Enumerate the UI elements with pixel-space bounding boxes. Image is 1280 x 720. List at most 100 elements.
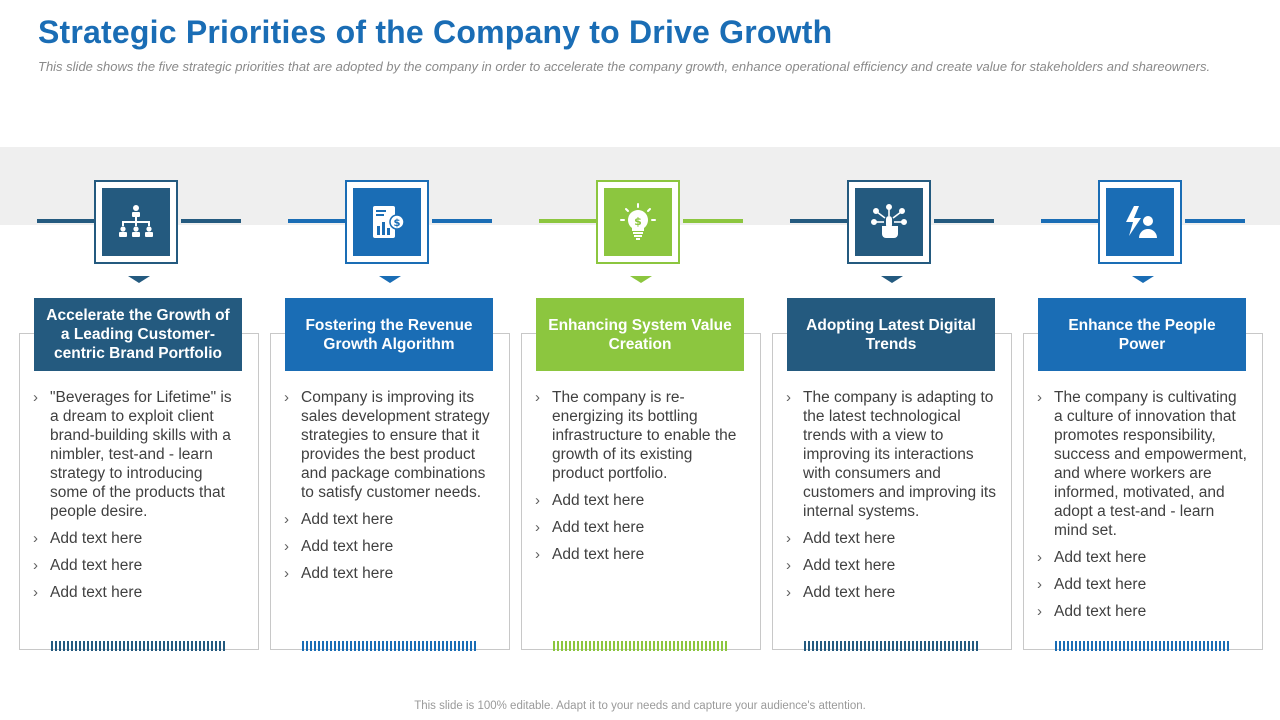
bullet-item: › Add text here	[786, 583, 996, 602]
bullet-text: Add text here	[552, 519, 645, 536]
connector-line	[37, 219, 97, 223]
pillar-column: Adopting Latest Digital Trends ›The compa…	[772, 0, 1012, 720]
bullet-item: › The company is cultivating a culture of…	[1037, 388, 1247, 540]
chevron-right-icon: ›	[786, 557, 791, 574]
decorative-stripes	[553, 641, 729, 651]
chevron-right-icon: ›	[535, 492, 540, 509]
chevron-right-icon: ›	[1037, 549, 1042, 566]
bullet-item: ›Add text here	[33, 529, 243, 548]
chevron-right-icon: ›	[284, 389, 289, 406]
chevron-right-icon: ›	[786, 584, 791, 601]
connector-line	[1041, 219, 1101, 223]
digital-touch-icon	[855, 188, 923, 256]
bullet-item: ›Add text here	[1037, 575, 1247, 594]
idea-bulb-icon: $	[604, 188, 672, 256]
pillar-column: $ Enhancing System Value Creation › The com…	[521, 0, 761, 720]
chevron-right-icon: ›	[33, 530, 38, 547]
bullet-text: The company is cultivating a culture of …	[1054, 389, 1247, 539]
decorative-stripes	[51, 641, 227, 651]
bullet-text: Add text here	[301, 538, 394, 555]
bullet-item: › Add text here	[284, 537, 494, 556]
connector-line	[288, 219, 348, 223]
chevron-right-icon: ›	[1037, 576, 1042, 593]
connector-line	[1185, 219, 1245, 223]
pillar-card	[19, 333, 259, 650]
bullet-text: Add text here	[803, 530, 896, 547]
bullet-text: "Beverages for Lifetime" is a dream to e…	[50, 389, 232, 520]
pillar-heading: Enhance the People Power	[1038, 298, 1246, 371]
chevron-right-icon: ›	[535, 546, 540, 563]
icon-frame	[94, 180, 178, 264]
pillar-heading: Accelerate the Growth of a Leading Custo…	[34, 298, 242, 371]
chevron-right-icon: ›	[1037, 389, 1042, 406]
bullet-item: › Add text here	[786, 529, 996, 548]
connector-line	[934, 219, 994, 223]
connector-line	[181, 219, 241, 223]
pillar-card	[270, 333, 510, 650]
bullet-text: Add text here	[552, 546, 645, 563]
chevron-right-icon: ›	[33, 557, 38, 574]
chevron-right-icon: ›	[535, 519, 540, 536]
chevron-right-icon: ›	[1037, 603, 1042, 620]
pillar-bullets: › Company is improving its sales developm…	[284, 388, 494, 591]
bullet-item: › Add text here	[1037, 602, 1247, 621]
bullet-item: ›Add text here	[284, 510, 494, 529]
bullet-item: › Add text here	[33, 583, 243, 602]
slide-title: Strategic Priorities of the Company to D…	[38, 14, 833, 50]
bullet-text: Add text here	[50, 584, 143, 601]
pillar-bullets: ›The company is adapting to the latest t…	[786, 388, 996, 610]
decorative-stripes	[302, 641, 478, 651]
bullet-text: Add text here	[1054, 549, 1147, 566]
connector-line	[539, 219, 599, 223]
pointer-triangle-icon	[881, 276, 903, 283]
decorative-stripes	[1055, 641, 1231, 651]
bullet-item: › Add text here	[786, 556, 996, 575]
connector-line	[683, 219, 743, 223]
pillar-column: $Fostering the Revenue Growth Algorithm›…	[270, 0, 510, 720]
pillar-bullets: › "Beverages for Lifetime" is a dream to …	[33, 388, 243, 610]
pillar-heading: Adopting Latest Digital Trends	[787, 298, 995, 371]
bullet-item: › Add text here	[535, 518, 745, 537]
pointer-triangle-icon	[128, 276, 150, 283]
icon-frame: $	[596, 180, 680, 264]
slide-subtitle: This slide shows the five strategic prio…	[38, 59, 1211, 74]
bullet-text: Add text here	[803, 584, 896, 601]
bullet-text: Add text here	[1054, 603, 1147, 620]
bullet-item: › The company is re-energizing its bottli…	[535, 388, 745, 483]
connector-line	[790, 219, 850, 223]
pillar-bullets: › The company is re-energizing its bottli…	[535, 388, 745, 572]
pillar-heading: Enhancing System Value Creation	[536, 298, 744, 371]
pillar-column: Enhance the People Power › The company is …	[1023, 0, 1263, 720]
pillar-column: Accelerate the Growth of a Leading Custo…	[19, 0, 259, 720]
bullet-item: › Add text here	[1037, 548, 1247, 567]
connector-line	[432, 219, 492, 223]
chevron-right-icon: ›	[284, 565, 289, 582]
chevron-right-icon: ›	[786, 530, 791, 547]
pointer-triangle-icon	[1132, 276, 1154, 283]
bullet-text: Add text here	[803, 557, 896, 574]
pointer-triangle-icon	[630, 276, 652, 283]
chevron-right-icon: ›	[284, 511, 289, 528]
chevron-right-icon: ›	[33, 389, 38, 406]
revenue-report-icon: $	[353, 188, 421, 256]
chevron-right-icon: ›	[535, 389, 540, 406]
decorative-stripes	[804, 641, 980, 651]
bullet-text: Add text here	[301, 565, 394, 582]
bullet-text: Company is improving its sales developme…	[301, 389, 490, 501]
bullet-item: ›Add text here	[33, 556, 243, 575]
pillar-bullets: › The company is cultivating a culture of…	[1037, 388, 1247, 629]
bullet-item: › Company is improving its sales developm…	[284, 388, 494, 502]
chevron-right-icon: ›	[284, 538, 289, 555]
bullet-text: The company is re-energizing its bottlin…	[552, 389, 737, 482]
bullet-item: ›The company is adapting to the latest t…	[786, 388, 996, 521]
icon-frame	[1098, 180, 1182, 264]
svg-text:$: $	[634, 215, 642, 228]
pillar-card	[1023, 333, 1263, 650]
bullet-item: › "Beverages for Lifetime" is a dream to …	[33, 388, 243, 521]
people-power-icon	[1106, 188, 1174, 256]
bullet-text: Add text here	[552, 492, 645, 509]
bullet-item: › Add text here	[535, 545, 745, 564]
chevron-right-icon: ›	[33, 584, 38, 601]
footer-note: This slide is 100% editable. Adapt it to…	[414, 700, 866, 712]
pillar-card	[772, 333, 1012, 650]
